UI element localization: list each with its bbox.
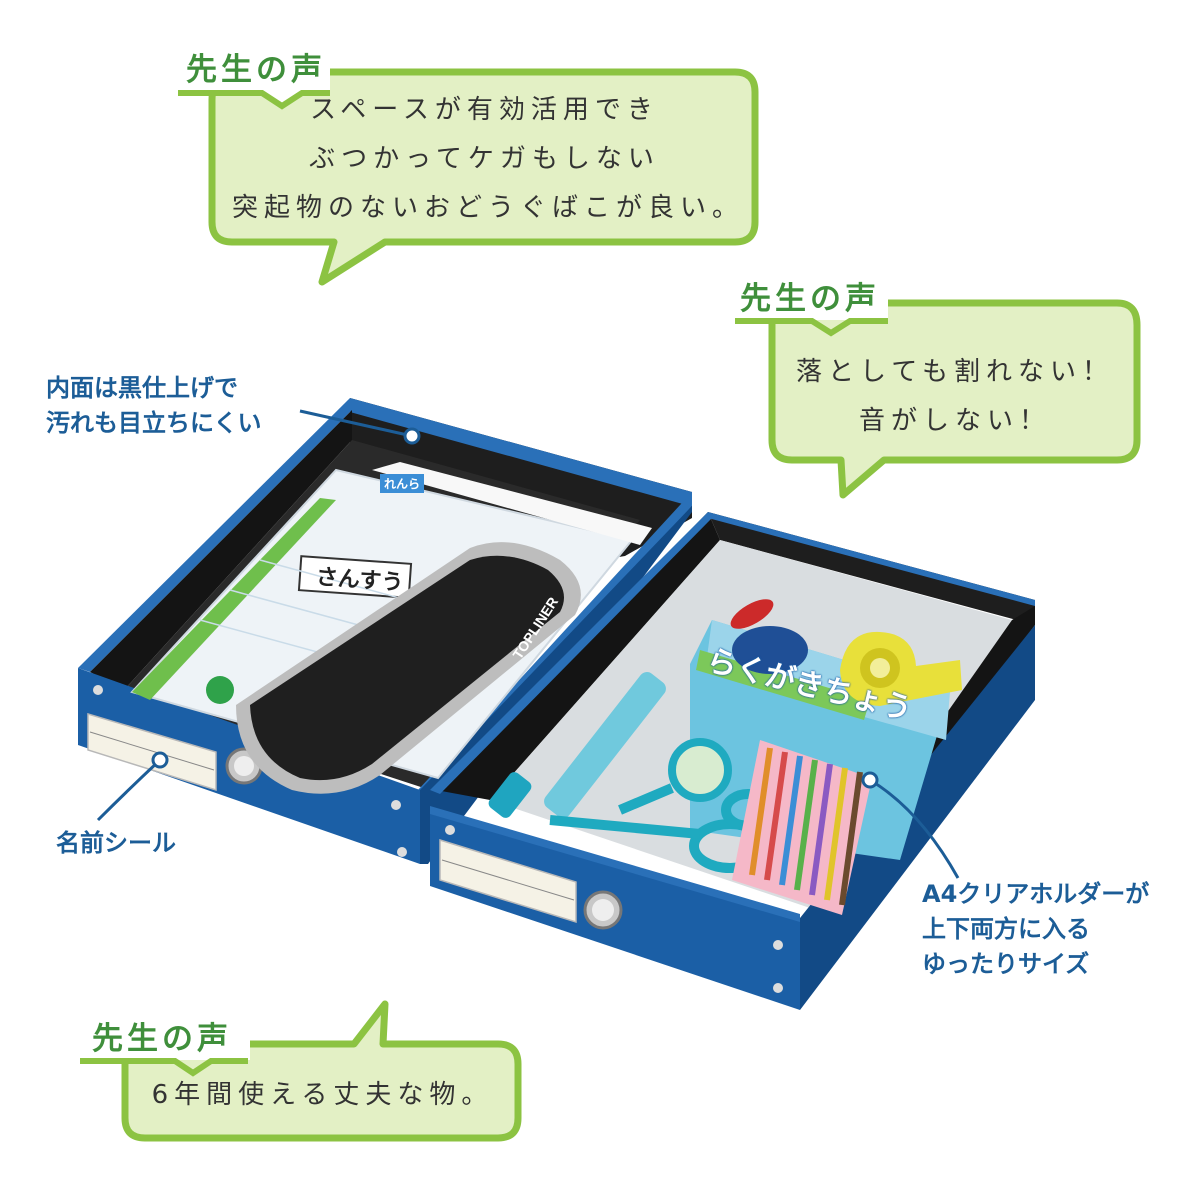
callout-size-line-3: ゆったりサイズ (922, 950, 1090, 978)
magnifier (618, 738, 732, 815)
colored-pencils (732, 740, 872, 915)
bubble-3-tag: 先生の声 (92, 1021, 232, 1057)
right-box-contents (488, 599, 962, 915)
callout-size: A4クリアホルダーが 上下両方に入る ゆったりサイズ (922, 877, 1149, 982)
speech-bubble-3-tag-bg (80, 1010, 250, 1060)
callout-size-line-1: A4クリアホルダーが (922, 880, 1150, 908)
callout-size-line-2: 上下両方に入る (922, 915, 1090, 943)
callout-inner-line-2: 汚れも目立ちにくい (46, 409, 262, 437)
right-box (430, 512, 1035, 1010)
bubble-1-tag: 先生の声 (186, 52, 326, 88)
callout-line-name (96, 758, 162, 822)
speech-bubble-1-tag-bg (178, 40, 330, 92)
notebook-left-tag: れんら (380, 474, 425, 493)
bubble-1-line-1: スペースが有効活用でき (310, 95, 659, 125)
bubble-1-line-2: ぶつかってケガもしない (309, 144, 660, 174)
pencil-case (236, 542, 581, 794)
name-label-left (87, 712, 217, 792)
callout-line-inner (299, 409, 413, 438)
bubble-2-line-1: 落としても割れない！ (796, 357, 1114, 387)
name-label-right (439, 838, 577, 924)
bubble-3-text: 6年間使える丈夫な物。 (140, 1071, 505, 1120)
glue-stick (488, 672, 666, 818)
bubble-2-text: 落としても割れない！ 音がしない！ (790, 348, 1120, 446)
bubble-3-line-1: 6年間使える丈夫な物。 (151, 1080, 494, 1110)
left-box-contents (130, 462, 652, 794)
notebook-left-title: さんすう (315, 564, 405, 597)
castanet (732, 626, 808, 674)
callout-inner-finish: 内面は黒仕上げで 汚れも目立ちにくい (46, 371, 262, 441)
speech-bubble-2-tag-bg (735, 270, 888, 320)
callout-inner-line-1: 内面は黒仕上げで (46, 374, 238, 402)
callout-line-size (869, 778, 960, 879)
callout-lines (96, 409, 960, 879)
bubble-1-line-3: 突起物のないおどうぐばこが良い。 (232, 193, 745, 223)
bubble-2-tag: 先生の声 (740, 281, 880, 317)
callout-name-label: 名前シール (56, 829, 176, 857)
tape-dispenser (840, 631, 962, 706)
bubble-2-line-2: 音がしない！ (858, 406, 1051, 436)
bubble-1-text: スペースが有効活用でき ぶつかってケガもしない 突起物のないおどうぐばこが良い。 (232, 86, 745, 233)
